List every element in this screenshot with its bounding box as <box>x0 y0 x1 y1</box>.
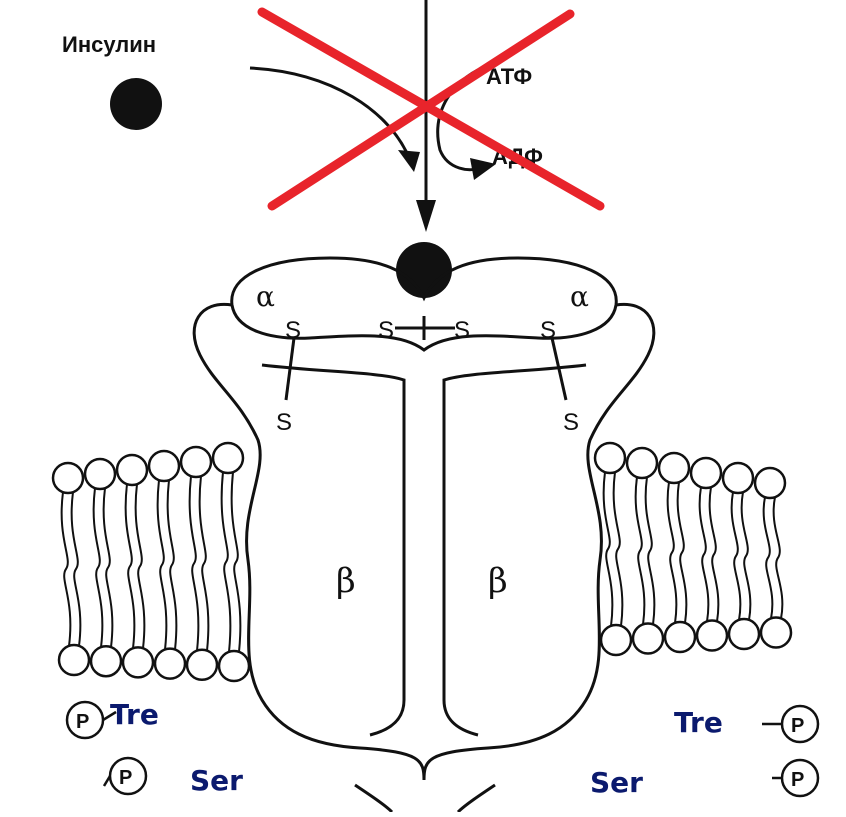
lipid-head <box>627 448 657 478</box>
lipid-head <box>665 622 695 652</box>
alpha-left-label: α <box>256 280 275 313</box>
lipid-head <box>595 443 625 473</box>
red-cross-icon <box>262 12 600 206</box>
s-label-right-top: S <box>540 317 556 344</box>
right-tail <box>458 785 495 812</box>
lipid-head <box>761 618 791 648</box>
lipid-tail <box>764 497 773 619</box>
s-label-left-top: S <box>285 317 301 344</box>
s-label-center-left: S <box>378 317 394 344</box>
lipid-tail <box>732 492 741 620</box>
lipid-tail <box>636 477 645 625</box>
s-label-left-bottom: S <box>276 409 292 436</box>
phosphate-label-1: P <box>76 711 89 733</box>
lipid-tail <box>678 482 687 623</box>
lipid-tail <box>62 492 71 646</box>
lipid-head <box>181 447 211 477</box>
bound-insulin-icon <box>396 242 452 298</box>
insulin-label: Инсулин <box>62 32 156 57</box>
lipid-tail <box>158 480 167 650</box>
lipid-tail <box>646 477 655 625</box>
lipid-head <box>91 646 121 676</box>
lipid-tail <box>136 484 145 648</box>
lipid-head <box>213 443 243 473</box>
lipid-tail <box>94 488 103 647</box>
lipid-tail <box>710 487 719 622</box>
lipid-tail <box>200 476 209 651</box>
left-tail <box>355 785 392 812</box>
lipid-tail <box>604 472 613 626</box>
lipid-head <box>53 463 83 493</box>
lipid-tail <box>742 492 751 620</box>
lipid-tail <box>190 476 199 651</box>
s-label-center-right: S <box>454 317 470 344</box>
tre-left-label: Tre <box>110 698 159 731</box>
lipid-head <box>155 649 185 679</box>
beta-right-label: β <box>488 561 508 601</box>
lipid-bilayer-icon <box>53 443 249 681</box>
lipid-head <box>697 621 727 651</box>
alpha-right-label: α <box>570 280 589 313</box>
lipid-tail <box>126 484 135 648</box>
lipid-head <box>59 645 89 675</box>
lipid-tail <box>668 482 677 623</box>
lipid-tail <box>168 480 177 650</box>
insulin-molecule-icon <box>110 78 162 130</box>
lipid-head <box>755 468 785 498</box>
lipid-bilayer-icon <box>595 443 791 655</box>
ser-left-label: Ser <box>190 764 243 797</box>
insulin-curve-arrowhead <box>398 150 420 172</box>
lipid-head <box>729 619 759 649</box>
lipid-tail <box>72 492 81 646</box>
lipid-tail <box>104 488 113 647</box>
lipid-tail <box>700 487 709 622</box>
receptor-body <box>194 258 654 812</box>
tre-right-label: Tre <box>674 706 723 739</box>
lipid-head <box>187 650 217 680</box>
lipid-tail <box>774 497 783 619</box>
lipid-tail <box>232 472 241 652</box>
lipid-head <box>85 459 115 489</box>
lipid-head <box>123 647 153 677</box>
lipid-head <box>723 463 753 493</box>
s-label-right-bottom: S <box>563 409 579 436</box>
lipid-head <box>691 458 721 488</box>
ser-right-label: Ser <box>590 766 643 799</box>
lipid-tail <box>222 472 231 652</box>
phosphate-label-3: P <box>791 715 804 737</box>
pathway-arrowhead <box>416 200 436 232</box>
phosphate-link-ser-left <box>104 776 110 786</box>
lipid-head <box>633 624 663 654</box>
lipid-head <box>219 651 249 681</box>
beta-left-label: β <box>336 561 356 601</box>
lipid-tail <box>614 472 623 626</box>
lipid-head <box>117 455 147 485</box>
phosphate-label-4: P <box>791 769 804 791</box>
lipid-head <box>659 453 689 483</box>
lipid-head <box>601 625 631 655</box>
lipid-head <box>149 451 179 481</box>
phosphate-label-2: P <box>119 767 132 789</box>
